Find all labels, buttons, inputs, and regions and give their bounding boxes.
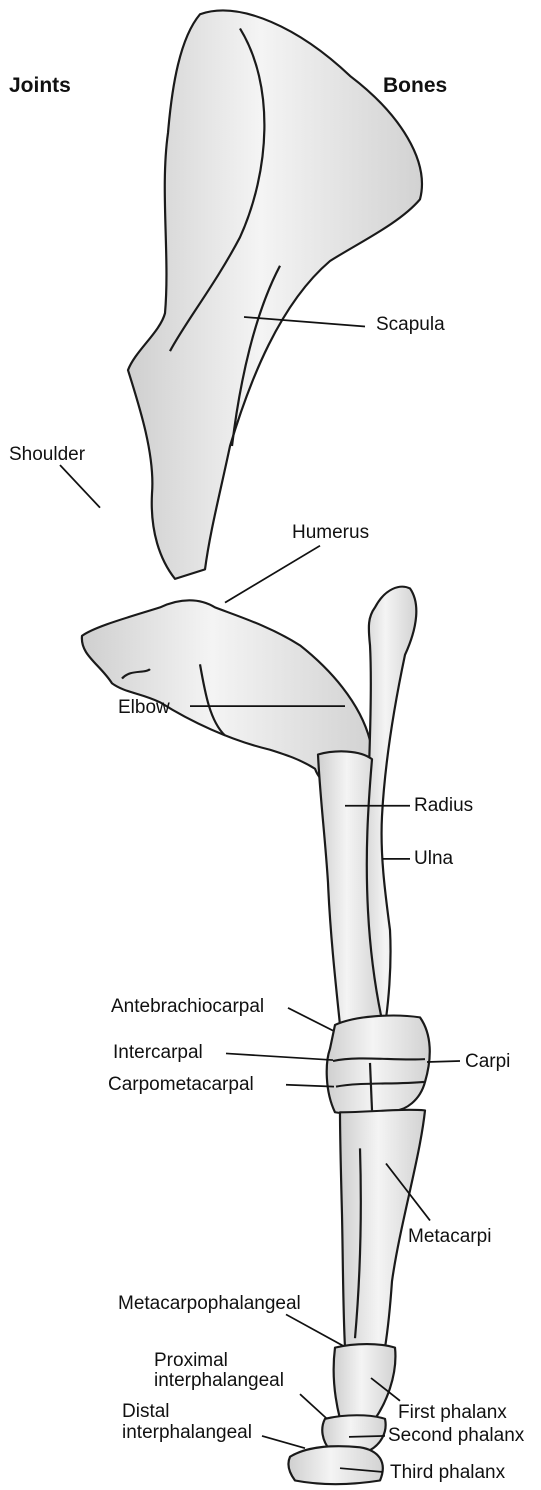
distal-interphalangeal-leader	[262, 1436, 305, 1448]
label-shoulder: Shoulder	[9, 444, 85, 466]
second-phalanx-leader	[349, 1436, 385, 1437]
second-phalanx-bone	[322, 1415, 385, 1450]
third-phalanx-bone	[288, 1446, 382, 1484]
bones-header: Bones	[383, 74, 447, 98]
label-third-phalanx: Third phalanx	[390, 1462, 505, 1484]
label-second-phalanx: Second phalanx	[388, 1425, 524, 1447]
scapula-bone	[128, 11, 422, 579]
shoulder-leader	[60, 465, 100, 508]
humerus-leader	[225, 546, 320, 603]
label-intercarpal: Intercarpal	[113, 1042, 203, 1064]
label-metacarpi: Metacarpi	[408, 1226, 491, 1248]
label-carpi: Carpi	[465, 1051, 510, 1073]
label-first-phalanx: First phalanx	[398, 1402, 507, 1424]
label-distal-interphalangeal-1b: Distal	[122, 1401, 170, 1423]
label-ulna: Ulna	[414, 848, 453, 870]
label-humerus: Humerus	[292, 522, 369, 544]
joints-header: Joints	[9, 74, 71, 98]
label-carpometacarpal: Carpometacarpal	[108, 1074, 254, 1096]
label-proximal-interphalangeal-2: interphalangeal	[154, 1370, 284, 1392]
label-proximal-interphalangeal-1: Proximal	[154, 1350, 228, 1372]
carpi-leader	[427, 1061, 460, 1062]
label-antebrachiocarpal: Antebrachiocarpal	[111, 996, 264, 1018]
first-phalanx-bone	[334, 1344, 396, 1419]
label-radius: Radius	[414, 795, 473, 817]
label-distal-interphalangeal-2: interphalangeal	[122, 1422, 252, 1444]
antebrachiocarpal-leader	[288, 1008, 333, 1031]
label-elbow: Elbow	[118, 697, 170, 719]
intercarpal-leader	[226, 1053, 333, 1060]
carpal-bones	[327, 1016, 430, 1114]
metacarpophalangeal-leader	[286, 1314, 343, 1345]
label-scapula: Scapula	[376, 314, 445, 336]
label-metacarpophalangeal: Metacarpophalangeal	[118, 1293, 301, 1315]
proximal-interphalangeal-leader	[300, 1394, 327, 1419]
